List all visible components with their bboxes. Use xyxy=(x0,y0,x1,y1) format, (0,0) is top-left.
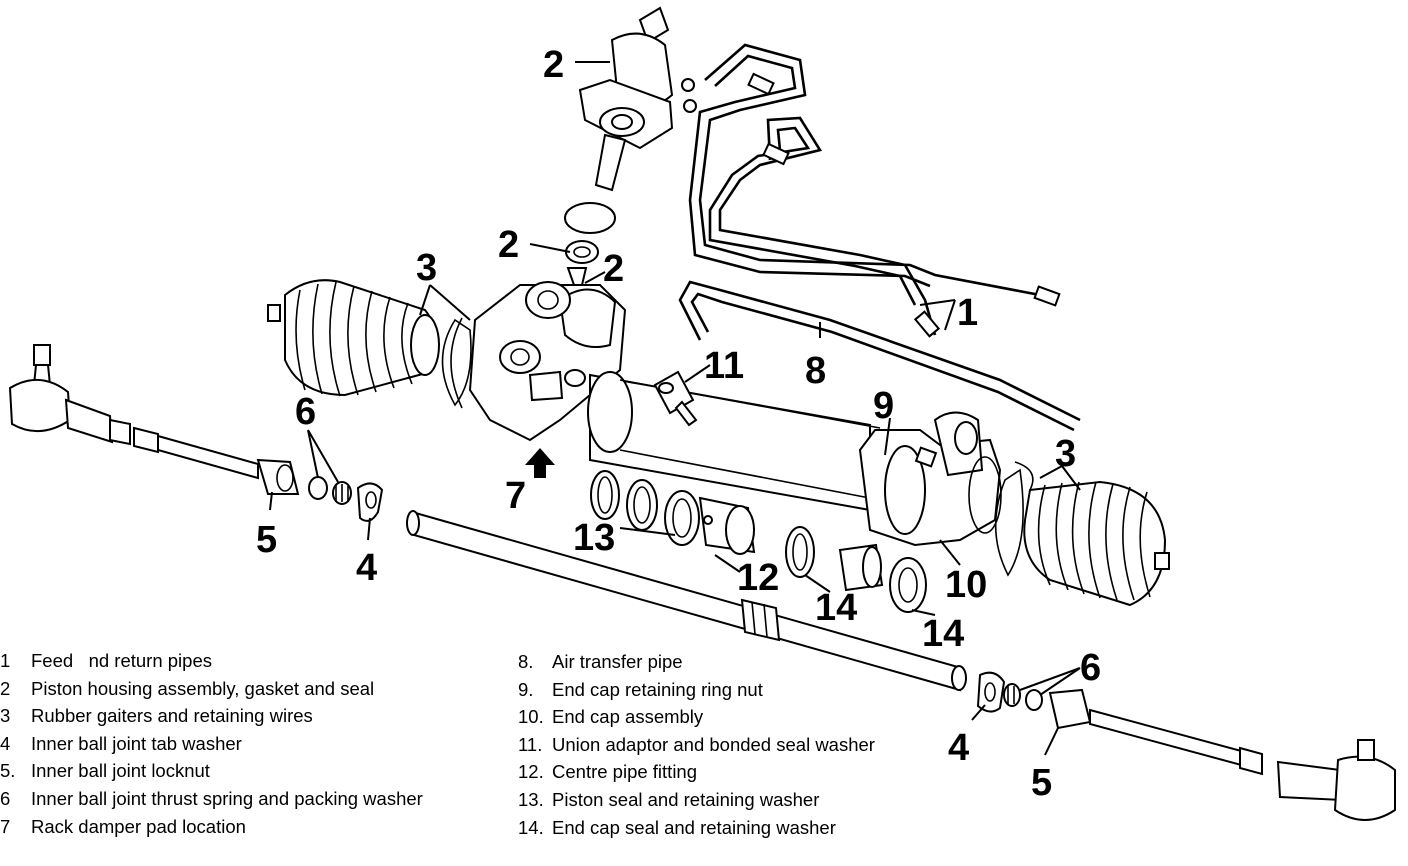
callout-3-left: 3 xyxy=(416,247,437,289)
legend-item-3: 3 Rubber gaiters and retaining wires xyxy=(0,702,470,730)
callout-8: 8 xyxy=(805,350,826,392)
legend-number: 1 xyxy=(0,650,11,671)
callout-2-gasket: 2 xyxy=(603,248,624,290)
legend-text: Rack damper pad location xyxy=(31,815,246,837)
callout-10: 10 xyxy=(945,564,987,606)
legend-number: 12. xyxy=(518,761,544,783)
rack-bar xyxy=(407,511,966,690)
legend-right-column: 8. Air transfer pipe 9. End cap retainin… xyxy=(518,648,938,841)
legend-number: 11. xyxy=(518,733,543,755)
legend-item-14: 14. End cap seal and retaining washer xyxy=(518,814,938,842)
callout-14-a: 14 xyxy=(815,587,857,629)
legend-text: Air transfer pipe xyxy=(552,651,683,672)
callout-numbers: 2 2 2 3 3 1 8 11 9 6 5 4 7 13 12 14 14 1… xyxy=(256,44,1101,804)
legend-text: End cap retaining ring nut xyxy=(552,678,763,700)
callout-2-top: 2 xyxy=(543,44,564,86)
piston-seals-and-washers xyxy=(591,471,926,612)
legend-number: 9. xyxy=(518,678,534,700)
callout-2-seal: 2 xyxy=(498,224,519,266)
callout-14-b: 14 xyxy=(922,613,964,655)
legend-number: 14. xyxy=(518,816,544,838)
legend-number: 6 xyxy=(0,787,11,809)
legend-number: 8. xyxy=(518,651,534,672)
union-adaptor xyxy=(655,372,696,425)
legend-text: Inner ball joint locknut xyxy=(31,760,210,782)
feed-return-pipes xyxy=(690,45,1059,336)
legend-text: Feed nd return pipes xyxy=(31,650,212,671)
legend-item-8: 8. Air transfer pipe xyxy=(518,648,938,676)
legend-item-6: 6 Inner ball joint thrust spring and pac… xyxy=(0,785,470,813)
legend-text: Union adaptor and bonded seal washer xyxy=(552,733,875,755)
end-cap-assembly xyxy=(860,413,1001,546)
damper-pad-arrow xyxy=(525,448,555,478)
legend-text: End cap seal and retaining washer xyxy=(552,816,836,838)
callout-4-left: 4 xyxy=(356,547,377,589)
legend-text: Inner ball joint thrust spring and packi… xyxy=(31,787,423,809)
legend-item-1: 1 Feed nd return pipes xyxy=(0,647,470,675)
legend-number: 2 xyxy=(0,677,11,699)
legend-item-12: 12. Centre pipe fitting xyxy=(518,758,938,786)
callout-7: 7 xyxy=(505,475,526,517)
callout-4-right: 4 xyxy=(948,727,969,769)
legend-number: 7 xyxy=(0,815,11,837)
legend-number: 3 xyxy=(0,705,11,727)
callout-5-right: 5 xyxy=(1031,762,1052,804)
callout-3-right: 3 xyxy=(1055,433,1076,475)
legend-item-5: 5. Inner ball joint locknut xyxy=(0,757,470,785)
legend-number: 5. xyxy=(0,760,16,782)
legend-text: Piston housing assembly, gasket and seal xyxy=(31,677,375,699)
legend-text: End cap assembly xyxy=(552,706,704,728)
callout-6-left: 6 xyxy=(295,391,316,433)
callout-9: 9 xyxy=(873,385,894,427)
legend-text: Centre pipe fitting xyxy=(552,761,698,783)
legend-number: 13. xyxy=(518,788,544,810)
legend-text: Rubber gaiters and retaining wires xyxy=(31,705,313,727)
legend-text: Inner ball joint tab washer xyxy=(31,732,242,754)
legend-item-13: 13. Piston seal and retaining washer xyxy=(518,786,938,814)
rubber-gaiter-right xyxy=(996,462,1169,605)
legend-text: Piston seal and retaining washer xyxy=(552,788,820,810)
callout-11: 11 xyxy=(704,345,744,387)
legend-item-9: 9. End cap retaining ring nut xyxy=(518,676,938,704)
callout-6-right: 6 xyxy=(1080,647,1101,689)
callout-1: 1 xyxy=(957,292,978,334)
legend-left-column: 1 Feed nd return pipes 2 Piston housing … xyxy=(0,647,470,840)
valve-body xyxy=(470,282,625,440)
legend-number: 4 xyxy=(0,732,11,754)
callout-5-left: 5 xyxy=(256,519,277,561)
tie-rod-left xyxy=(10,345,382,521)
tie-rod-right xyxy=(978,673,1395,820)
leader-lines xyxy=(270,62,1080,755)
legend-item-4: 4 Inner ball joint tab washer xyxy=(0,730,470,758)
legend-item-7: 7 Rack damper pad location xyxy=(0,813,470,841)
callout-12: 12 xyxy=(737,557,779,599)
legend-item-10: 10. End cap assembly xyxy=(518,703,938,731)
legend-item-2: 2 Piston housing assembly, gasket and se… xyxy=(0,675,470,703)
piston-housing-assembly xyxy=(565,8,696,285)
rubber-gaiter-left xyxy=(268,280,471,408)
air-transfer-pipe xyxy=(680,282,1080,430)
legend-number: 10. xyxy=(518,706,544,728)
callout-13: 13 xyxy=(573,517,615,559)
legend-item-11: 11. Union adaptor and bonded seal washer xyxy=(518,731,938,759)
